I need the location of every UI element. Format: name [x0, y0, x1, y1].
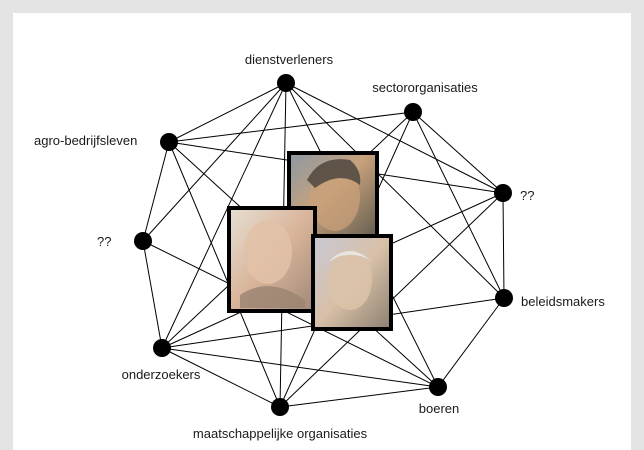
edge-maatschappelijk-boeren — [279, 386, 439, 408]
node-q2 — [134, 232, 152, 250]
node-onderzoekers — [153, 339, 171, 357]
portrait-top — [287, 151, 379, 243]
node-beleidsmakers — [495, 289, 513, 307]
edge-onderzoekers-maatschappelijk — [161, 347, 281, 408]
edge-dienstverleners-agro — [168, 82, 287, 143]
portrait-right — [311, 234, 393, 331]
node-label-onderzoekers: onderzoekers — [122, 367, 201, 382]
node-label-beleidsmakers: beleidsmakers — [521, 294, 605, 309]
edge-dienstverleners-beleidsmakers — [285, 82, 505, 299]
node-boeren — [429, 378, 447, 396]
portrait-left — [227, 206, 317, 313]
edge-boeren-beleidsmakers — [437, 297, 505, 388]
edge-dienstverleners-onderzoekers — [161, 82, 287, 349]
node-label-boeren: boeren — [419, 401, 459, 416]
node-dienstverleners — [277, 74, 295, 92]
edge-agro-maatschappelijk — [168, 141, 281, 408]
node-label-unknown-1: ?? — [520, 188, 534, 203]
node-label-maatschappelijke-organisaties: maatschappelijke organisaties — [193, 426, 368, 441]
node-label-sectororganisaties: sectororganisaties — [372, 80, 478, 95]
node-agro — [160, 133, 178, 151]
node-label-unknown-2: ?? — [97, 234, 111, 249]
edge-sectororganisaties-agro — [168, 111, 414, 143]
edge-q2-boeren — [142, 240, 439, 388]
node-layer — [134, 74, 513, 416]
node-label-dienstverleners: dienstverleners — [245, 52, 334, 67]
edge-sectororganisaties-beleidsmakers — [412, 111, 505, 299]
edge-q1-beleidsmakers — [502, 192, 505, 299]
node-sectororganisaties — [404, 103, 422, 121]
edge-onderzoekers-boeren — [161, 347, 439, 388]
node-label-agro-bedrijfsleven: agro-bedrijfsleven — [34, 133, 137, 148]
edge-sectororganisaties-q1 — [412, 111, 504, 194]
node-maatschappelijk — [271, 398, 289, 416]
edge-q2-onderzoekers — [142, 240, 163, 349]
edge-agro-q2 — [142, 141, 170, 242]
edge-dienstverleners-q2 — [142, 82, 287, 242]
edge-dienstverleners-q1 — [285, 82, 504, 194]
node-q1 — [494, 184, 512, 202]
